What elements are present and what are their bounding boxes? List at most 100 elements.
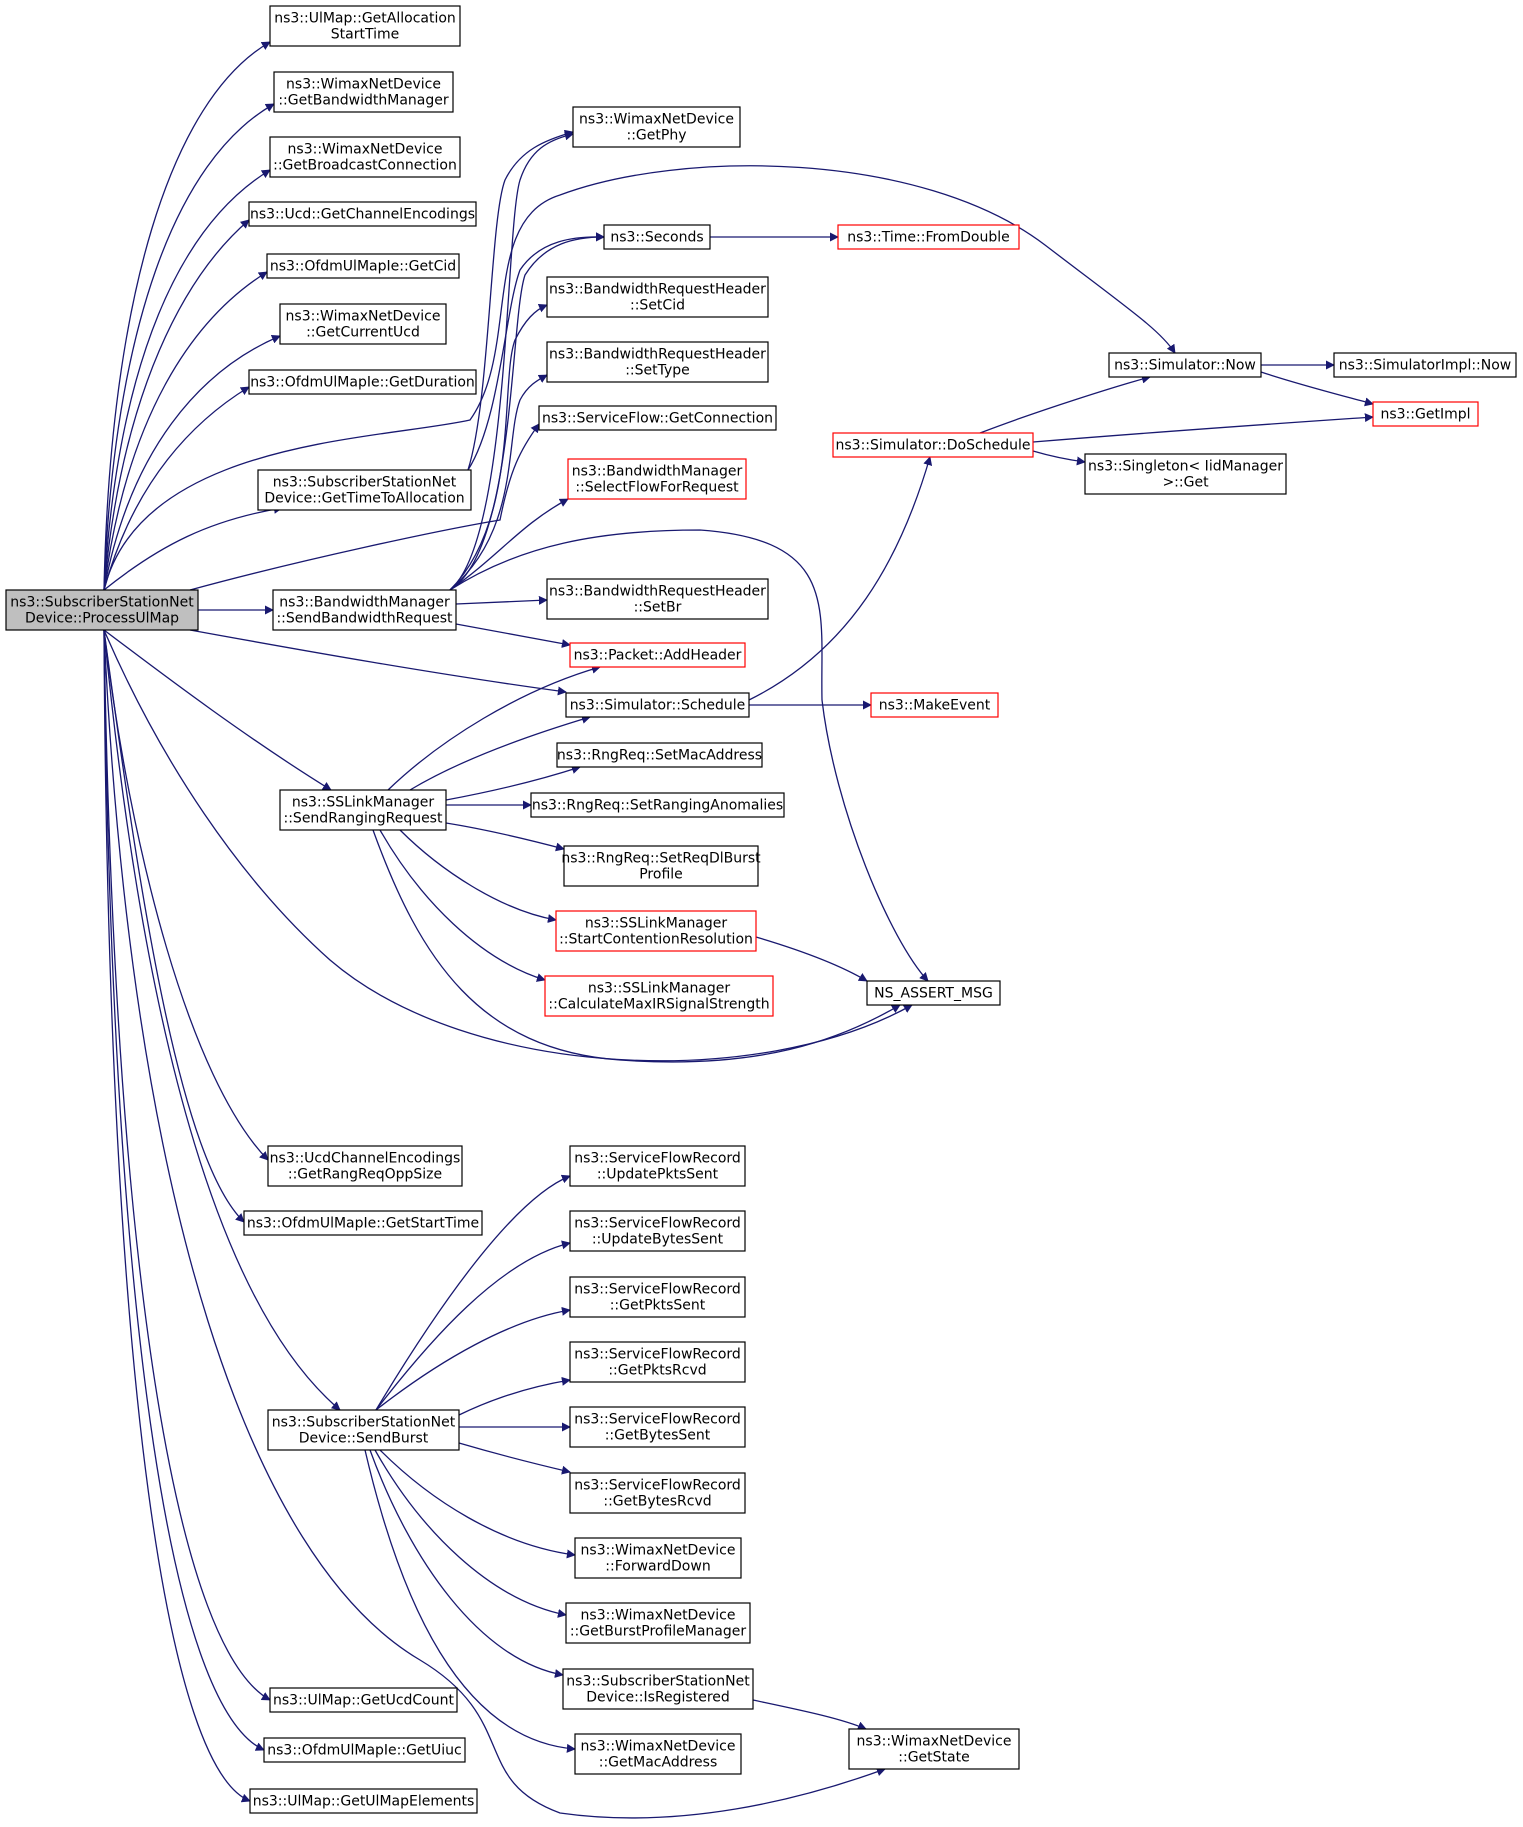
edge-now-to-getimpl <box>1260 371 1374 407</box>
node-sendburst[interactable]: ns3::SubscriberStationNetDevice::SendBur… <box>267 1409 460 1451</box>
node-singleton[interactable]: ns3::Singleton< IidManager >::Get <box>1084 453 1287 495</box>
node-get-pktsrcvd[interactable]: ns3::ServiceFlowRecord::GetPktsRcvd <box>569 1341 746 1383</box>
node-label-line: ns3::WimaxNetDevice <box>581 1608 736 1624</box>
node-ie-duration[interactable]: ns3::OfdmUlMapIe::GetDuration <box>248 369 477 395</box>
node-upd-pkts[interactable]: ns3::ServiceFlowRecord::UpdatePktsSent <box>569 1145 746 1187</box>
node-fwddown[interactable]: ns3::WimaxNetDevice::ForwardDown <box>574 1537 742 1579</box>
node-calcmaxir[interactable]: ns3::SSLinkManager::CalculateMaxIRSignal… <box>544 975 774 1017</box>
node-macaddr[interactable]: ns3::WimaxNetDevice::GetMacAddress <box>574 1733 742 1775</box>
node-getimpl[interactable]: ns3::GetImpl <box>1372 401 1479 427</box>
node-currucd[interactable]: ns3::WimaxNetDevice::GetCurrentUcd <box>279 303 447 345</box>
node-sf-getconn[interactable]: ns3::ServiceFlow::GetConnection <box>538 405 777 431</box>
edge-root-to-schedule <box>189 629 567 696</box>
node-schedule[interactable]: ns3::Simulator::Schedule <box>565 692 750 718</box>
node-box <box>267 1145 463 1187</box>
node-label-line: ns3::WimaxNetDevice <box>857 1734 1012 1750</box>
node-label-line: ns3::UcdChannelEncodings <box>270 1151 461 1167</box>
node-setmac[interactable]: ns3::RngReq::SetMacAddress <box>556 742 763 768</box>
node-startcont[interactable]: ns3::SSLinkManager::StartContentionResol… <box>555 910 757 952</box>
edge-layer <box>103 41 1374 1819</box>
edge-sendbwreq-to-bwh_setbr <box>455 595 548 605</box>
node-bwmgr[interactable]: ns3::WimaxNetDevice::GetBandwidthManager <box>273 71 454 113</box>
node-box <box>569 1406 746 1448</box>
node-label-line: ns3::SSLinkManager <box>585 916 728 932</box>
node-label-line: ns3::UlMap::GetUcdCount <box>273 1693 454 1709</box>
node-bcastconn[interactable]: ns3::WimaxNetDevice::GetBroadcastConnect… <box>269 136 461 178</box>
node-fromdouble[interactable]: ns3::Time::FromDouble <box>837 224 1020 250</box>
node-getstate[interactable]: ns3::WimaxNetDevice::GetState <box>848 1728 1020 1770</box>
node-addheader[interactable]: ns3::Packet::AddHeader <box>569 642 746 668</box>
node-ie-getcid[interactable]: ns3::OfdmUlMapIe::GetCid <box>266 253 460 279</box>
edge-root-to-ie_getcid <box>103 271 268 591</box>
node-ucdcount[interactable]: ns3::UlMap::GetUcdCount <box>269 1687 458 1713</box>
node-bwh-settype[interactable]: ns3::BandwidthRequestHeader::SetType <box>546 341 769 383</box>
node-box <box>556 742 763 768</box>
node-box <box>269 136 461 178</box>
edge-root-to-rangreqopp <box>103 629 269 1161</box>
edge-root-to-bcastconn <box>103 169 271 591</box>
node-bwh-setbr[interactable]: ns3::BandwidthRequestHeader::SetBr <box>546 578 769 620</box>
node-selectflow[interactable]: ns3::BandwidthManager::SelectFlowForRequ… <box>567 458 747 500</box>
edge-isreg-to-getstate <box>752 1699 867 1730</box>
node-label-line: ::SendBandwidthRequest <box>276 611 453 627</box>
node-box <box>569 1210 746 1252</box>
node-label-line: ns3::WimaxNetDevice <box>286 77 441 93</box>
node-sendranging[interactable]: ns3::SSLinkManager::SendRangingRequest <box>279 789 447 831</box>
node-implnow[interactable]: ns3::SimulatorImpl::Now <box>1333 352 1517 378</box>
node-label-line: ns3::BandwidthManager <box>279 595 450 611</box>
node-box <box>546 578 769 620</box>
node-label-line: ns3::Singleton< IidManager <box>1088 459 1283 475</box>
node-root[interactable]: ns3::SubscriberStationNetDevice::Process… <box>5 589 199 631</box>
node-get-pktssent[interactable]: ns3::ServiceFlowRecord::GetPktsSent <box>569 1276 746 1318</box>
node-get-bytessent[interactable]: ns3::ServiceFlowRecord::GetBytesSent <box>569 1406 746 1448</box>
node-label-line: ns3::OfdmUlMapIe::GetStartTime <box>247 1216 479 1232</box>
edge-sendranging-to-setmac <box>445 765 581 801</box>
node-ulmapelems[interactable]: ns3::UlMap::GetUlMapElements <box>249 1788 478 1814</box>
node-setanom[interactable]: ns3::RngReq::SetRangingAnomalies <box>530 792 785 818</box>
node-box <box>569 1472 746 1514</box>
node-burstprof[interactable]: ns3::WimaxNetDevice::GetBurstProfileMana… <box>565 1602 751 1644</box>
node-label-line: ::GetMacAddress <box>599 1755 718 1771</box>
node-label-line: ns3::ServiceFlowRecord <box>574 1216 741 1232</box>
node-box <box>266 253 460 279</box>
node-box <box>269 5 461 47</box>
node-bwh-setcid[interactable]: ns3::BandwidthRequestHeader::SetCid <box>546 276 769 318</box>
node-box <box>574 1537 742 1579</box>
node-rangreqopp[interactable]: ns3::UcdChannelEncodings::GetRangReqOppS… <box>267 1145 463 1187</box>
node-box <box>572 106 741 148</box>
node-ie-uiuc[interactable]: ns3::OfdmUlMapIe::GetUiuc <box>263 1737 466 1763</box>
edge-root-to-ie_duration <box>103 386 250 591</box>
node-makeevent[interactable]: ns3::MakeEvent <box>870 692 999 718</box>
edge-sendbwreq-to-bwh_setcid <box>449 303 548 591</box>
node-sendbwreq[interactable]: ns3::BandwidthManager::SendBandwidthRequ… <box>272 589 457 631</box>
node-label-line: ns3::RngReq::SetRangingAnomalies <box>532 798 783 814</box>
node-upd-bytes[interactable]: ns3::ServiceFlowRecord::UpdateBytesSent <box>569 1210 746 1252</box>
node-doschedule[interactable]: ns3::Simulator::DoSchedule <box>832 432 1034 458</box>
node-ucd-chenc[interactable]: ns3::Ucd::GetChannelEncodings <box>248 201 477 227</box>
node-label-line: ns3::ServiceFlowRecord <box>574 1151 741 1167</box>
node-get-bytesrcvd[interactable]: ns3::ServiceFlowRecord::GetBytesRcvd <box>569 1472 746 1514</box>
node-box <box>273 71 454 113</box>
node-label-line: ::UpdateBytesSent <box>592 1232 724 1248</box>
node-seconds[interactable]: ns3::Seconds <box>603 224 711 250</box>
node-box <box>832 432 1034 458</box>
node-now[interactable]: ns3::Simulator::Now <box>1108 352 1262 378</box>
edge-root-to-timetoalloc <box>103 504 283 591</box>
node-assert[interactable]: NS_ASSERT_MSG <box>866 980 1001 1006</box>
node-label-line: NS_ASSERT_MSG <box>874 986 993 1002</box>
node-box <box>269 1687 458 1713</box>
node-label-line: ns3::Packet::AddHeader <box>574 648 742 664</box>
node-isreg[interactable]: ns3::SubscriberStationNetDevice::IsRegis… <box>562 1668 754 1710</box>
node-timetoalloc[interactable]: ns3::SubscriberStationNetDevice::GetTime… <box>257 469 472 511</box>
node-box <box>569 1341 746 1383</box>
node-label-line: ::SetType <box>625 363 690 379</box>
node-label-line: ns3::ServiceFlow::GetConnection <box>542 411 773 427</box>
node-ie-start[interactable]: ns3::OfdmUlMapIe::GetStartTime <box>243 1210 483 1236</box>
node-label-line: ns3::SubscriberStationNet <box>272 1415 456 1431</box>
node-box <box>569 1276 746 1318</box>
node-box <box>555 910 757 952</box>
node-label-line: ns3::OfdmUlMapIe::GetUiuc <box>267 1743 462 1759</box>
node-getphy[interactable]: ns3::WimaxNetDevice::GetPhy <box>572 106 741 148</box>
